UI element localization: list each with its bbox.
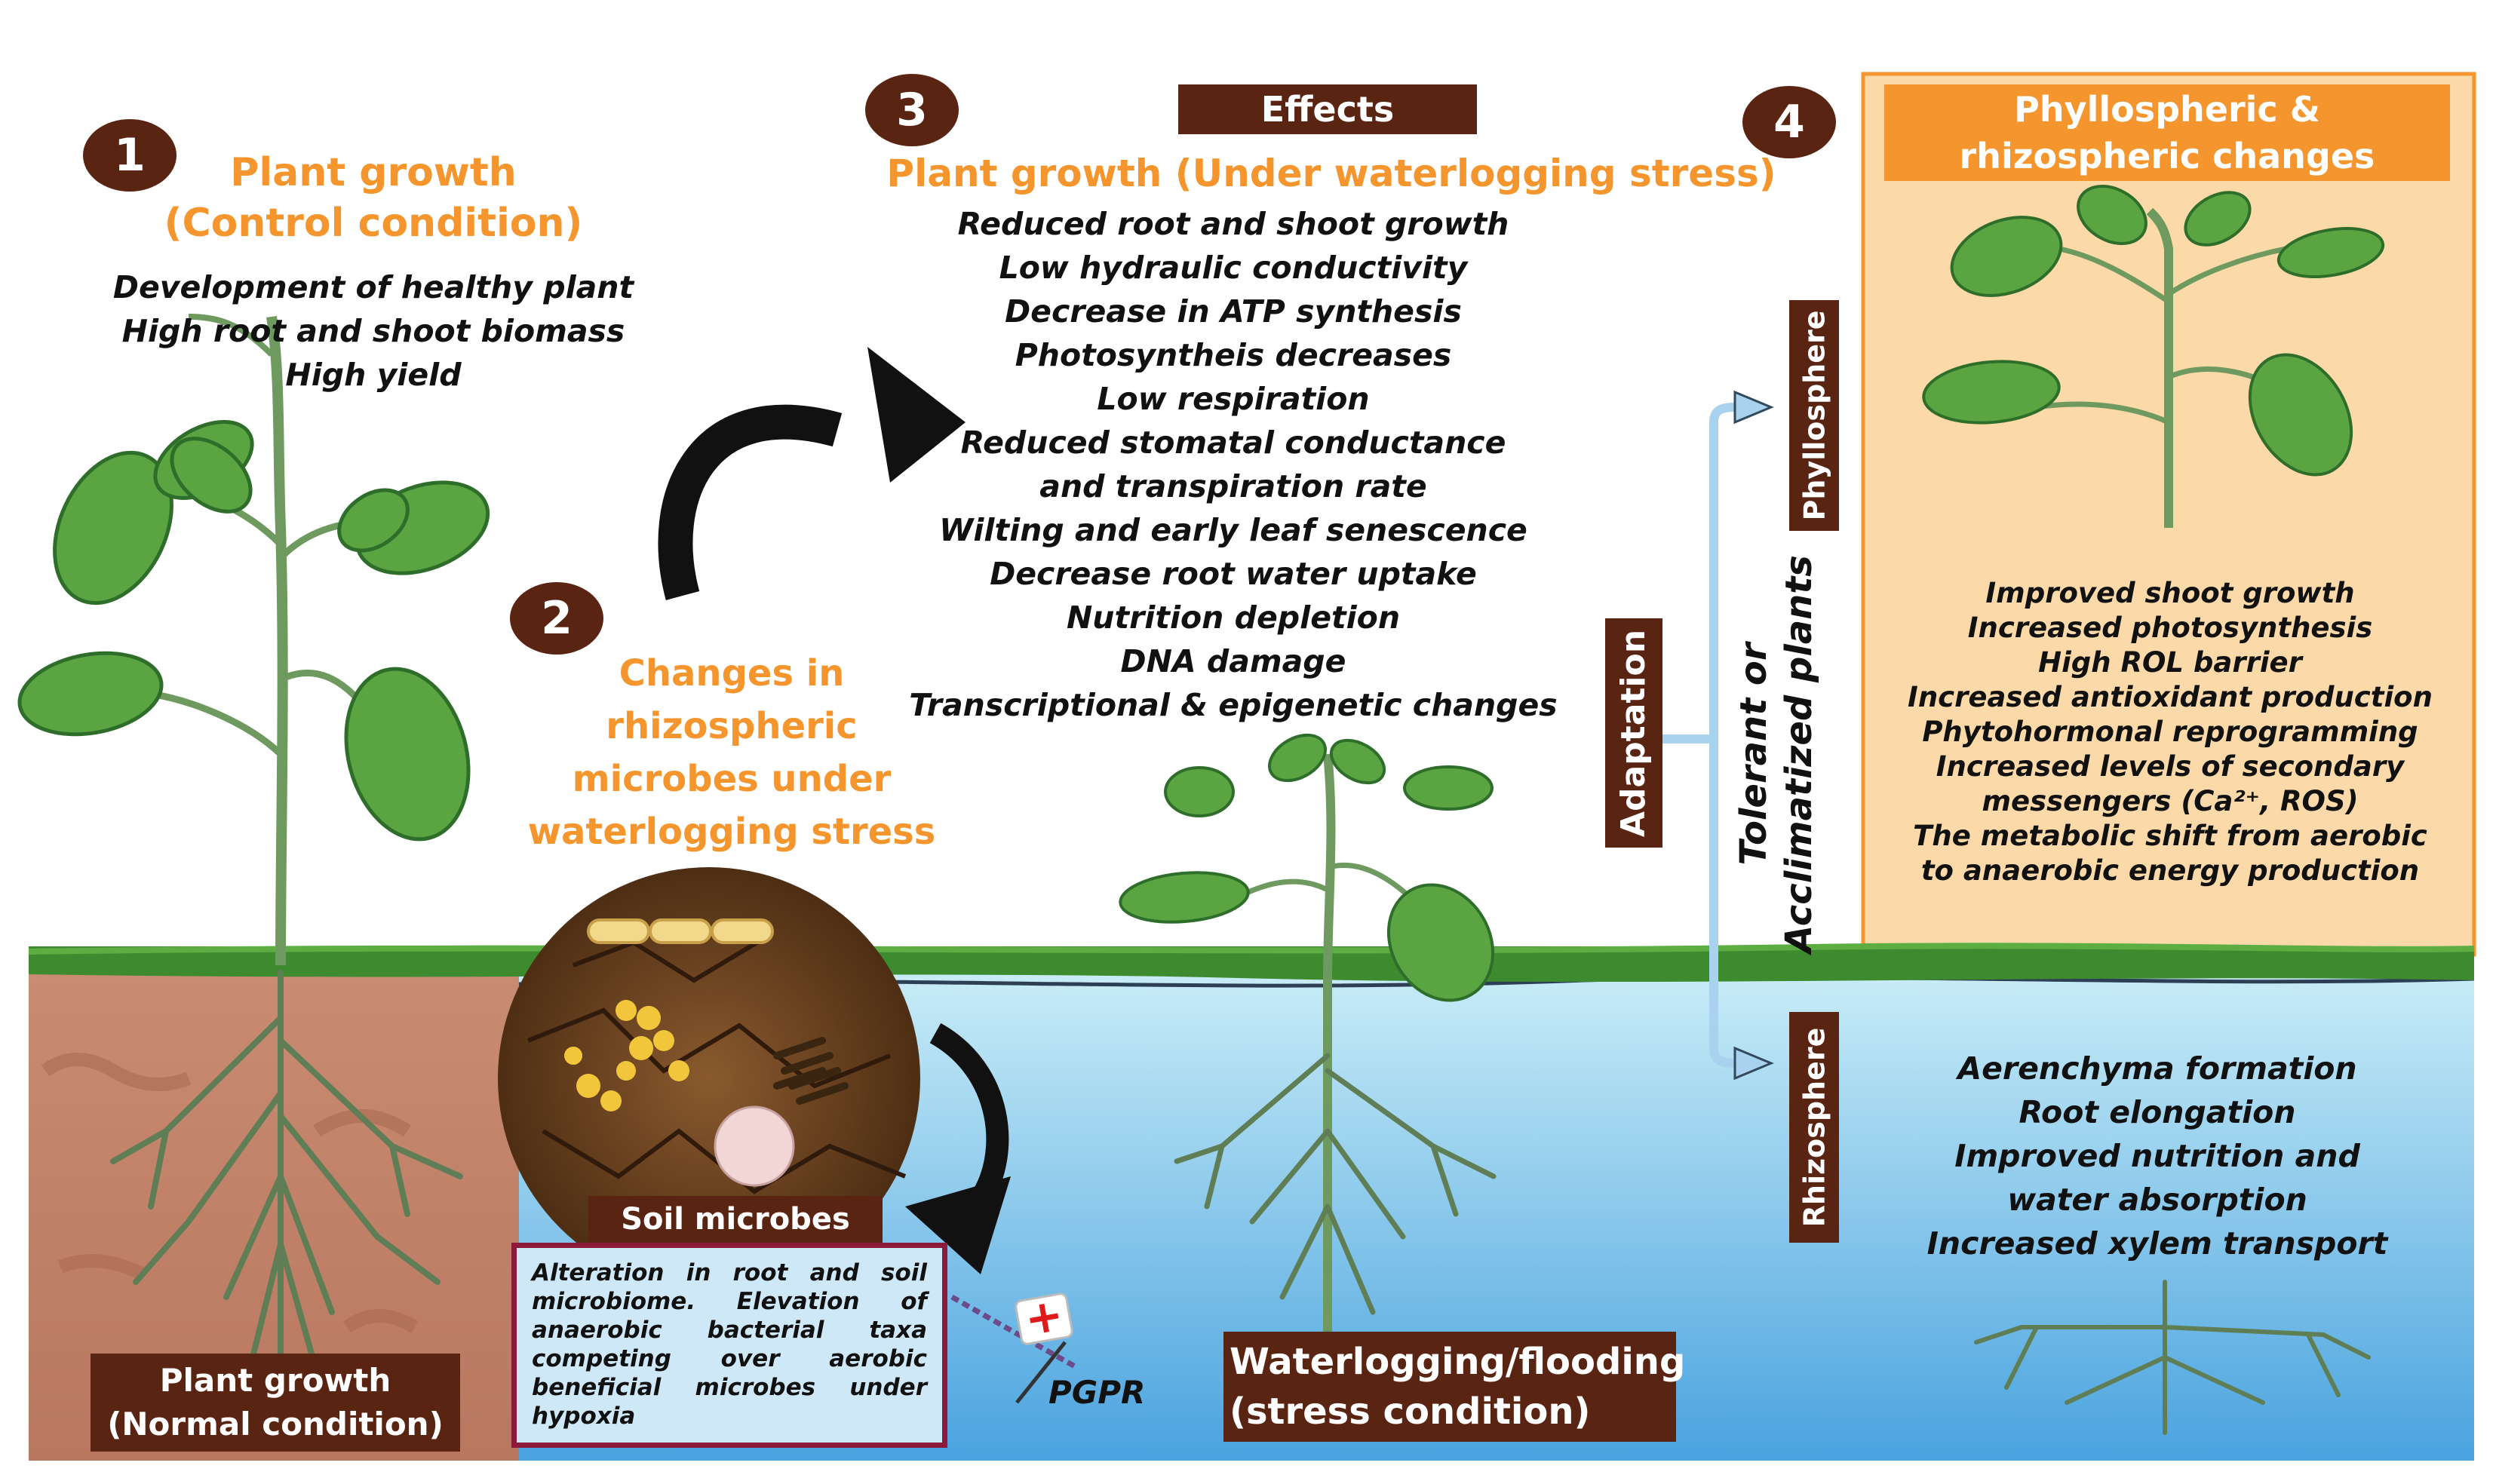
pgpr-cross-badge [1015,1292,1073,1345]
healthy-plant [17,314,490,1375]
phyllosphere-label: Phyllosphere [1789,300,1839,531]
control-title-line2: (Control condition) [164,200,583,246]
stress-effect-item: Transcriptional & epigenetic changes [909,687,1558,723]
microbes-changes-title: Changes in rhizospheric microbes under w… [490,647,973,858]
stress-effect-item: Low hydraulic conductivity [999,250,1468,286]
stressed-plant [1119,733,1497,1387]
stress-condition-label: Waterlogging/flooding (stress condition) [1223,1332,1685,1442]
acclimatized-plant [1922,185,2385,1435]
shoot-changes-list: Improved shoot growth Increased photosyn… [1872,576,2468,888]
tolerant-plants-text: Tolerant or Acclimatized plants [1731,555,1822,953]
shoot-change-item: messengers (Ca²⁺, ROS) [1982,785,2359,817]
arrow-to-description [929,1023,1009,1206]
tolerant-plants-label: Tolerant or Acclimatized plants [1720,528,1833,980]
shoot-change-item: The metabolic shift from aerobic [1913,820,2427,852]
soil-microbes-illustration [498,867,920,1289]
shoot-change-item: Increased levels of secondary [1936,750,2405,783]
microbes-title-line: waterlogging stress [527,811,936,853]
stress-effect-item: DNA damage [1120,643,1346,679]
stress-effect-item: Decrease in ATP synthesis [1005,293,1462,330]
phyllosphere-label-text: Phyllosphere [1797,310,1831,521]
grass-highlight [28,943,2475,955]
arrow-to-effects-head [867,347,966,483]
rhizosphere-label: Rhizosphere [1789,1012,1839,1243]
changes-header-label: Phyllospheric & rhizospheric changes [1884,84,2450,181]
microbiome-description-box: Alteration in root and soil microbiome. … [511,1243,947,1448]
changes-header-line1: Phyllospheric & [2014,89,2320,130]
tolerant-line1: Tolerant or [1733,642,1775,866]
shoot-change-item: High ROL barrier [2038,646,2302,679]
stress-effects-list: Reduced root and shoot growth Low hydrau… [852,202,1614,727]
control-effect-item: Development of healthy plant [112,269,634,305]
shoot-change-item: Improved shoot growth [1985,577,2355,609]
microbiome-description-text: Alteration in root and soil microbiome. … [532,1259,927,1430]
stress-effect-item: Low respiration [1097,381,1370,417]
changes-header-line2: rhizospheric changes [1959,136,2375,176]
adaptation-label-text: Adaptation [1614,629,1653,837]
stress-effect-item: Nutrition depletion [1066,599,1401,636]
control-effects-list: Development of healthy plant High root a… [68,265,679,397]
waterlogging-stress-title: Plant growth (Under waterlogging stress) [886,152,1776,195]
arrow-to-phyllosphere [1733,390,1774,425]
microbes-title-line: Changes in [619,652,845,694]
stress-effect-item: and transpiration rate [1039,468,1427,504]
step-4-badge: 4 [1742,86,1836,158]
pgpr-slash [1015,1341,1067,1404]
microbes-title-line: rhizospheric [606,705,858,747]
root-change-item: Increased xylem transport [1926,1225,2388,1262]
shoot-change-item: Phytohormonal reprogramming [1922,716,2418,748]
pgpr-cross-icon: + [1021,1288,1067,1347]
shoot-change-item: Increased antioxidant production [1908,681,2433,713]
step-3-badge: 3 [865,74,959,146]
control-title-line1: Plant growth [230,150,517,195]
adaptation-label: Adaptation [1605,618,1662,848]
soil-microbes-label: Soil microbes [588,1196,883,1243]
arrow-to-effects [658,404,843,600]
control-effect-item: High root and shoot biomass [121,313,625,349]
stress-effect-item: Reduced stomatal conductance [960,425,1506,461]
root-change-item: water absorption [2007,1182,2307,1218]
rhizosphere-label-text: Rhizosphere [1797,1027,1831,1228]
stress-effect-item: Photosyntheis decreases [1015,337,1452,373]
step-1-badge: 1 [83,119,177,192]
control-effect-item: High yield [285,357,462,393]
stress-effect-item: Wilting and early leaf senescence [939,512,1527,548]
arrow-to-rhizosphere [1733,1046,1774,1081]
root-change-item: Improved nutrition and [1954,1138,2360,1174]
shoot-change-item: to anaerobic energy production [1920,854,2420,887]
step-2-badge: 2 [510,582,603,655]
stress-label-line2: (stress condition) [1230,1390,1591,1433]
tolerant-line2: Acclimatized plants [1778,555,1820,953]
normal-label-line1: Plant growth [159,1362,391,1399]
root-change-item: Aerenchyma formation [1957,1050,2357,1087]
normal-label-line2: (Normal condition) [107,1406,444,1443]
control-condition-title: Plant growth (Control condition) [121,148,626,248]
shoot-change-item: Increased photosynthesis [1967,612,2373,644]
normal-condition-label: Plant growth (Normal condition) [91,1354,460,1452]
effects-header-label: Effects [1178,84,1477,134]
root-change-item: Root elongation [2019,1094,2296,1130]
stress-effect-item: Reduced root and shoot growth [957,206,1509,242]
arrow-to-description-head [905,1176,1011,1274]
microbes-title-line: microbes under [572,758,892,800]
stress-effect-item: Decrease root water uptake [990,556,1477,592]
pgpr-label: PGPR [1048,1374,1146,1411]
stress-label-line1: Waterlogging/flooding [1230,1341,1686,1383]
root-changes-list: Aerenchyma formation Root elongation Imp… [1863,1047,2451,1265]
